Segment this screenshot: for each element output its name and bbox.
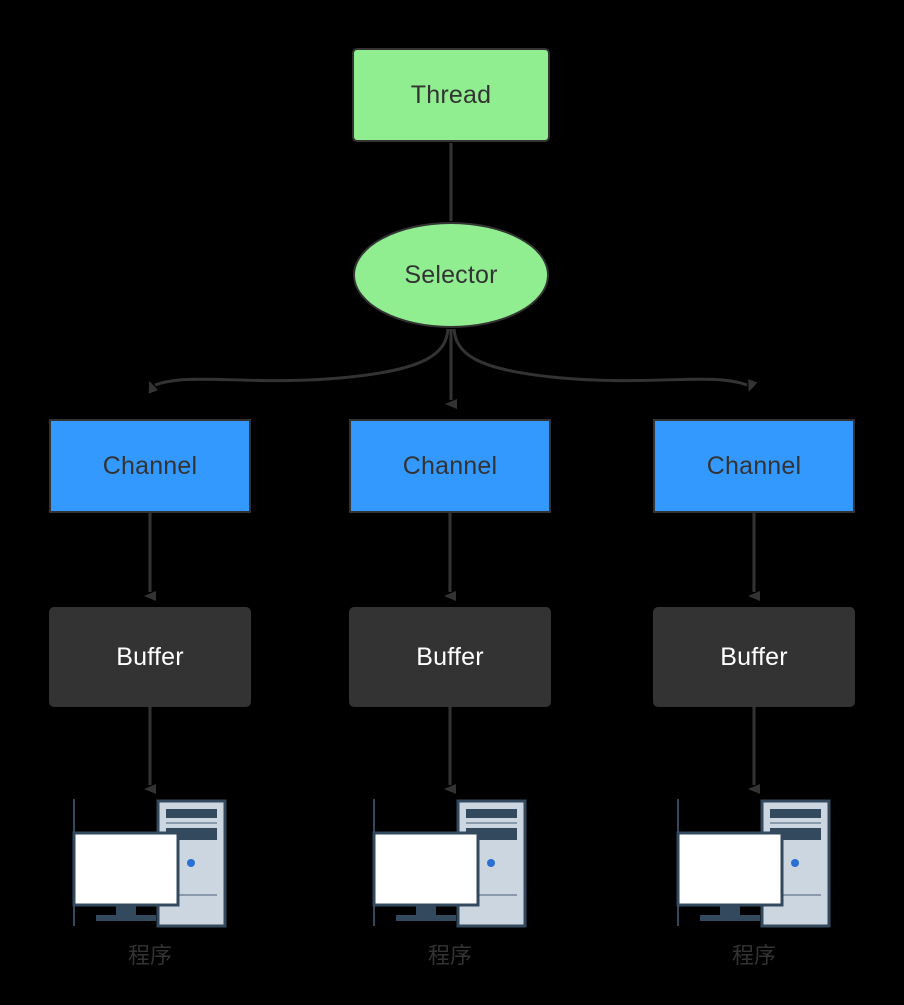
node-channel-0-label: Channel [102,451,198,480]
program-label-2: 程序 [731,943,776,968]
desktop-computer-icon-0[interactable] [70,795,230,930]
node-buffer-1-label: Buffer [416,642,484,671]
node-selector-label: Selector [404,260,498,289]
node-channel-2-label: Channel [706,451,802,480]
desktop-computer-icon-2[interactable] [674,795,834,930]
node-thread[interactable]: Thread [352,48,550,142]
node-channel-1[interactable]: Channel [349,419,551,513]
node-channel-1-label: Channel [402,451,498,480]
edge-selector-to-channel-0 [148,328,450,394]
node-thread-label: Thread [410,80,492,109]
edge-selector-to-channel-2 [452,328,758,393]
node-buffer-2-label: Buffer [720,642,788,671]
node-buffer-1[interactable]: Buffer [349,607,551,707]
node-selector[interactable]: Selector [353,222,549,328]
program-label-1: 程序 [427,943,472,968]
node-buffer-0-label: Buffer [116,642,184,671]
node-channel-2[interactable]: Channel [653,419,855,513]
node-buffer-0[interactable]: Buffer [49,607,251,707]
node-buffer-2[interactable]: Buffer [653,607,855,707]
node-channel-0[interactable]: Channel [49,419,251,513]
program-label-0: 程序 [127,943,172,968]
desktop-computer-icon-1[interactable] [370,795,530,930]
